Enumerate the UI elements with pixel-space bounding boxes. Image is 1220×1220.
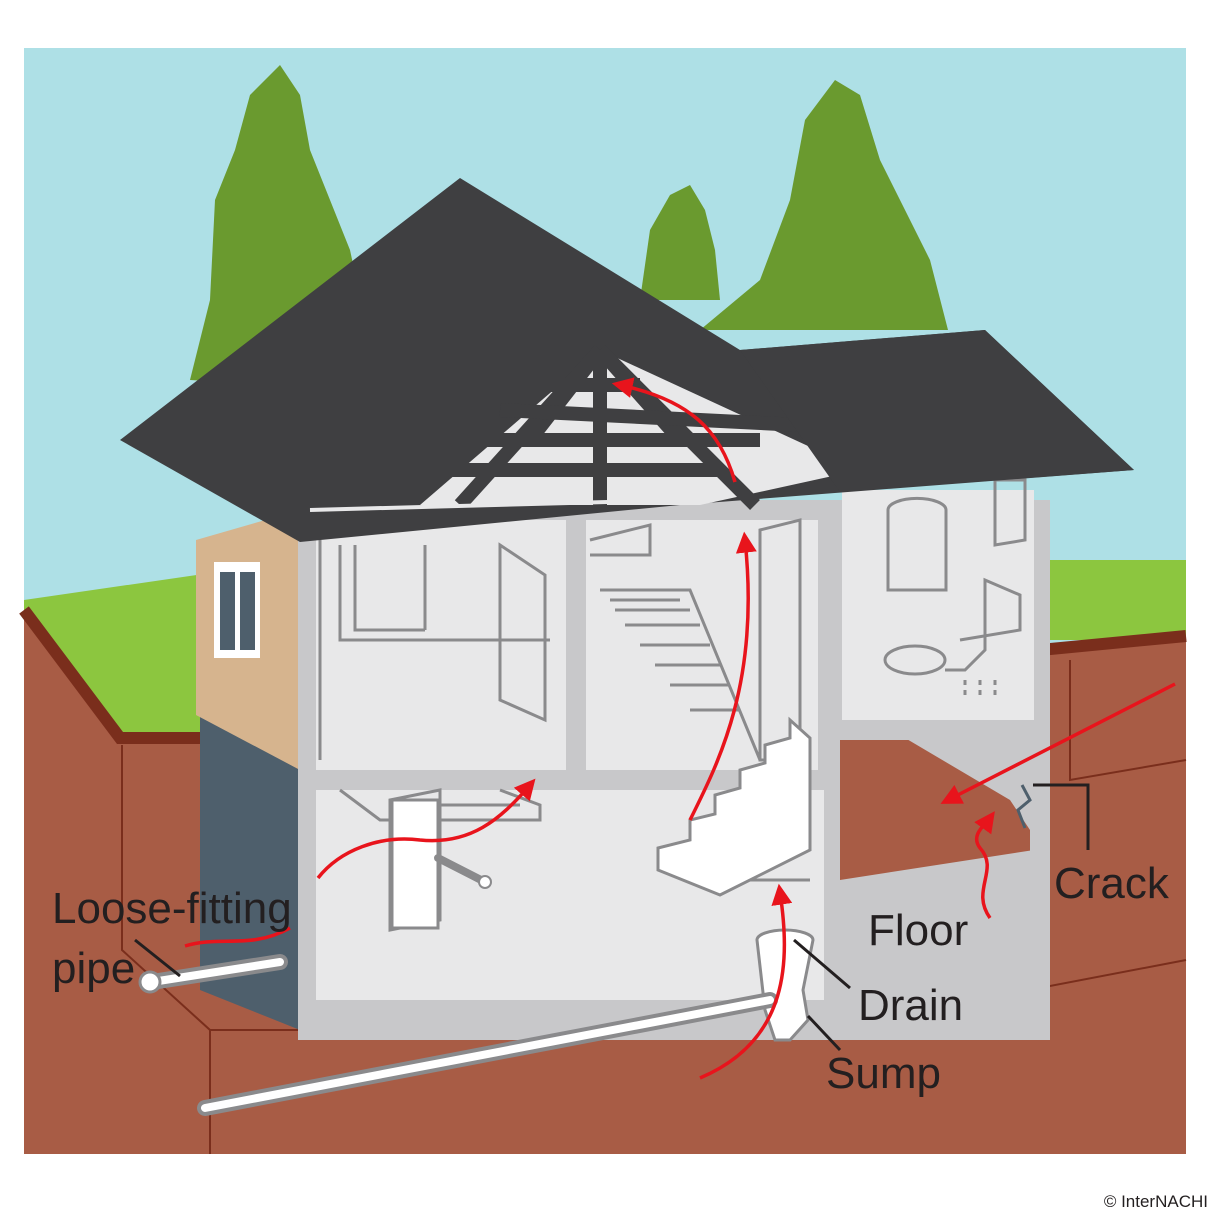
pipe-end <box>138 970 162 994</box>
flue-pipe-end <box>478 875 492 889</box>
radon-arrow-floor <box>974 811 995 920</box>
radon-arrow-sump <box>699 883 793 1080</box>
credit-text: © InterNACHI <box>1103 1192 1208 1211</box>
label-loose-fitting: Loose-fitting <box>52 884 292 933</box>
basement-chimney-column <box>390 798 440 930</box>
label-pipe: pipe <box>52 944 135 993</box>
window-pane-right <box>240 572 255 650</box>
radon-arrow-attic <box>611 377 737 483</box>
room-upper-right <box>842 490 1034 720</box>
leader-lines <box>134 783 1090 1052</box>
label-crack: Crack <box>1054 859 1170 908</box>
drain-pipe-inner <box>201 996 774 1112</box>
radon-arrows <box>184 377 1176 1080</box>
tree-middle <box>640 185 720 300</box>
tree-right <box>700 80 948 330</box>
room-line-details <box>318 478 1027 932</box>
soil-edge-right <box>1039 630 1187 656</box>
roof-right-wing <box>740 330 1134 492</box>
window-pane-left <box>220 572 235 650</box>
radon-arrow-crack <box>940 682 1176 804</box>
label-drain: Drain <box>858 981 963 1030</box>
basement-stairs <box>656 716 812 897</box>
label-sump: Sump <box>826 1049 941 1098</box>
label-floor: Floor <box>868 906 968 955</box>
basement-flue-pipe <box>434 854 489 886</box>
loose-fitting-pipe-inner <box>148 958 284 986</box>
radon-arrow-basement <box>316 778 536 880</box>
radon-arrow-pipe <box>184 926 291 948</box>
crawl-space-wall <box>900 720 1040 905</box>
radon-arrow-stairwell <box>688 531 757 821</box>
crack-mark <box>1016 784 1032 829</box>
attic-floor-slats <box>309 498 681 512</box>
attic-truss-beams <box>440 345 801 510</box>
foundation-wall <box>200 715 300 1030</box>
